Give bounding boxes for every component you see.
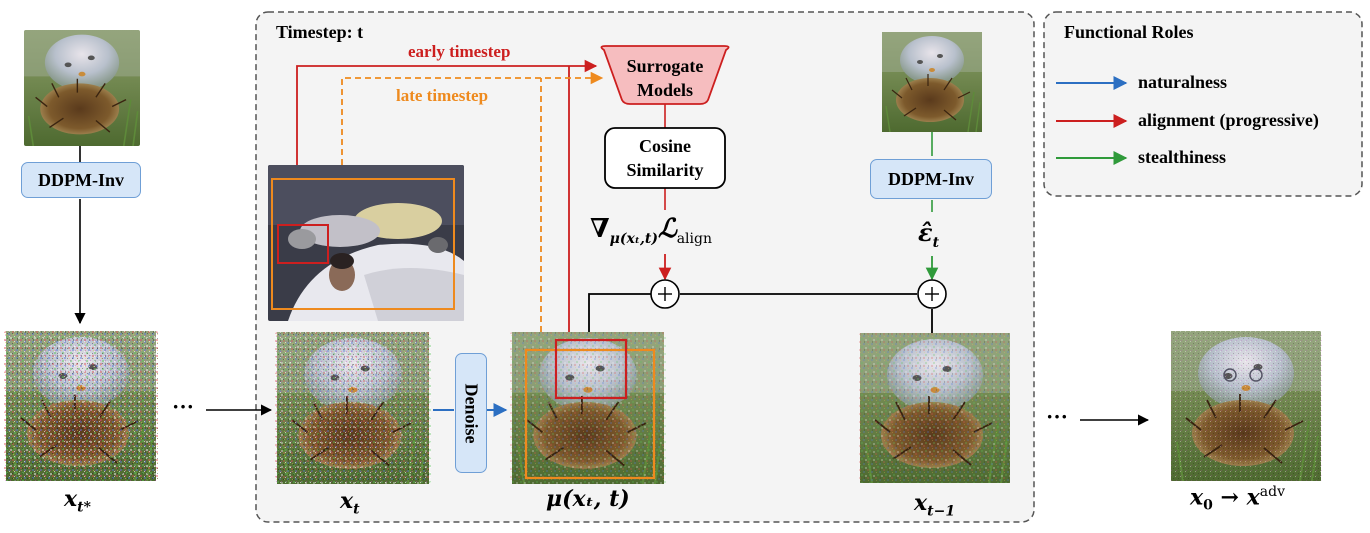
ddpm-inv-box-right: DDPM-Inv	[870, 159, 992, 199]
legend-item-naturalness: naturalness	[1138, 72, 1228, 92]
sum-path	[588, 293, 651, 333]
cosine-line-2: Similarity	[626, 160, 704, 180]
eps-label: ε̂t	[918, 218, 939, 251]
plus-circle-eps	[917, 279, 947, 309]
x-tm1-base: x	[914, 490, 928, 516]
late-timestep-path	[341, 71, 604, 175]
ellipsis-right: ···	[1046, 404, 1069, 429]
surrogate-models-box	[600, 45, 730, 105]
legend-item-alignment: alignment (progressive)	[1138, 110, 1319, 130]
x-t-caption: xt	[340, 488, 360, 517]
noisy-xtstar-image	[4, 331, 158, 481]
x-tstar-base: x	[64, 486, 78, 512]
clean-butterfly-image	[24, 30, 140, 146]
adversarial-output-image	[1170, 331, 1322, 481]
target-butterfly-image	[873, 32, 991, 132]
timestep-title: Timestep: t	[276, 22, 363, 43]
x0-base: x	[1190, 484, 1204, 511]
x-t-base: x	[340, 488, 354, 514]
xtm1-image	[859, 333, 1011, 483]
x-tm1-caption: xt−1	[914, 490, 955, 519]
grad-align-label: ∇μ(xₜ,t)ℒalign	[590, 214, 712, 247]
timestep-title-text: Timestep: t	[276, 22, 364, 42]
xadv-sup: adv	[1259, 484, 1285, 500]
legend-item-stealthiness: stealthiness	[1138, 147, 1227, 167]
ddpm-inv-box-left: DDPM-Inv	[21, 162, 141, 198]
timestep-frame	[255, 11, 1035, 523]
cosine-similarity-box	[604, 127, 726, 189]
denoise-box: Denoise	[455, 353, 487, 473]
x-tm1-sub: t−1	[927, 503, 956, 520]
eps-sub: t	[932, 234, 940, 251]
surrogate-line-1: Surrogate	[626, 56, 704, 76]
early-timestep-label: early timestep	[408, 42, 511, 61]
grad-L: ℒ	[657, 214, 677, 244]
denoise-label: Denoise	[461, 383, 482, 443]
xt-image	[275, 332, 431, 484]
x-tstar-sub: t*	[77, 499, 91, 516]
x-tstar-caption: xt*	[64, 486, 91, 515]
x-t-sub: t	[353, 501, 360, 518]
grad-lsub: align	[676, 231, 712, 248]
xadv-base: x	[1246, 484, 1260, 511]
legend-title: Functional Roles	[1064, 22, 1194, 42]
grad-sub: μ(xₜ,t)	[609, 231, 658, 248]
eps-base: ε̂	[918, 218, 933, 247]
late-timestep-label: late timestep	[396, 86, 489, 105]
surrogate-models-label: Surrogate Models	[610, 54, 720, 102]
surrogate-line-2: Models	[637, 80, 693, 100]
legend-frame	[1043, 11, 1363, 197]
x0-adv-caption: x0 → xadv	[1190, 484, 1285, 514]
cosine-line-1: Cosine	[638, 136, 691, 156]
x0-sub: 0	[1203, 497, 1213, 514]
ellipsis-left: ···	[172, 394, 195, 419]
x0-arrow: →	[1212, 484, 1247, 511]
bedroom-target-image	[268, 165, 464, 321]
cosine-similarity-label: Cosine Similarity	[605, 134, 725, 182]
mu-caption: μ(xₜ, t)	[546, 486, 630, 512]
mu-image	[510, 332, 666, 484]
plus-circle-grad	[650, 279, 680, 309]
grad-nabla: ∇	[590, 214, 610, 244]
